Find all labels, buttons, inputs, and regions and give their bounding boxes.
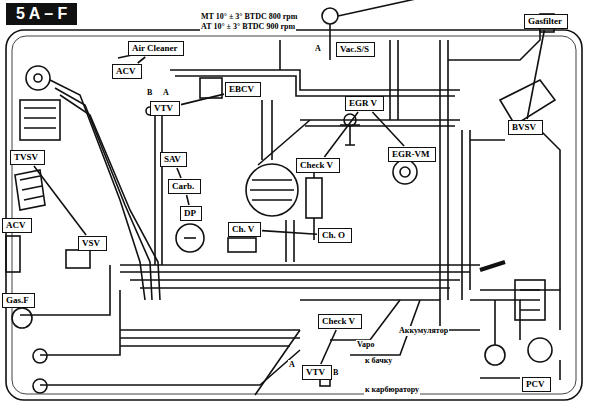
component-label: Gasfilter: [528, 16, 562, 26]
hose-connector: [177, 168, 181, 178]
component-box: Ch. O: [318, 228, 352, 243]
component-label: EGR-VM: [392, 149, 430, 159]
component-box: Vac.S/S: [336, 42, 375, 57]
component-box: Gasfilter: [524, 14, 568, 29]
component-box: ACV: [2, 218, 32, 233]
hose-connector: [262, 231, 317, 235]
component-label: VTV: [154, 103, 173, 113]
note-label: A: [314, 44, 322, 54]
component-box: Check V: [296, 158, 340, 173]
component-box: VSV: [78, 236, 107, 251]
note-label: A: [162, 88, 170, 98]
component-label: Gas.F: [6, 295, 29, 305]
note-label: B: [146, 88, 153, 98]
hose-connector: [324, 112, 358, 157]
component-box: EBCV: [225, 82, 261, 97]
component-label: BVSV: [512, 122, 536, 132]
component-box: TVSV: [10, 150, 45, 165]
component-box: EGR-VM: [388, 147, 436, 162]
component-box: Carb.: [168, 179, 201, 194]
component-box: EGR V: [345, 96, 384, 111]
component-label: VSV: [82, 238, 100, 248]
note-label: MT 10° ± 3° BTDC 800 rpm: [200, 12, 298, 22]
note-label: к бачку: [364, 356, 393, 366]
component-label: ACV: [116, 66, 136, 76]
component-box: Gas.F: [2, 293, 35, 308]
hose-connector: [372, 112, 404, 146]
component-box: SAV: [160, 152, 187, 167]
note-label: Аккумулятор: [398, 326, 449, 336]
hose-connector: [181, 94, 224, 104]
component-box: VTV: [302, 365, 332, 380]
component-label: Air Cleaner: [132, 43, 178, 53]
hose-connector: [187, 195, 189, 205]
note-label: B: [332, 368, 339, 378]
component-label: PCV: [526, 379, 545, 389]
component-label: Vac.S/S: [340, 44, 369, 54]
note-label: к карбюратору: [364, 385, 420, 395]
hose-connector: [34, 166, 86, 235]
hose-connector: [138, 57, 146, 63]
component-box: Check V: [318, 314, 362, 329]
diagram-title: 5 A – F: [6, 3, 77, 25]
component-box: Ch. V: [228, 222, 261, 237]
component-label: Check V: [300, 160, 333, 170]
component-label: Check V: [322, 316, 355, 326]
component-box: ACV: [112, 64, 142, 79]
hose-connector: [527, 30, 544, 119]
component-label: TVSV: [14, 152, 38, 162]
component-label: Carb.: [172, 181, 194, 191]
component-label: Ch. O: [322, 230, 345, 240]
component-label: EGR V: [349, 98, 377, 108]
component-label: ACV: [6, 220, 26, 230]
component-box: BVSV: [508, 120, 543, 135]
component-box: VTV: [150, 101, 180, 116]
component-label: DP: [184, 208, 196, 218]
component-box: PCV: [522, 377, 551, 392]
component-label: SAV: [164, 154, 181, 164]
component-box: DP: [180, 206, 202, 221]
component-label: Ch. V: [232, 224, 254, 234]
component-label: EBCV: [229, 84, 254, 94]
note-label: Vapo: [356, 340, 376, 350]
note-label: A: [288, 360, 296, 370]
hose-connector: [321, 330, 336, 364]
component-label: VTV: [306, 367, 325, 377]
component-box: Air Cleaner: [128, 41, 184, 56]
note-label: AT 10° ± 3° BTDC 900 rpm: [200, 22, 296, 32]
hose-lines: [6, 0, 582, 400]
